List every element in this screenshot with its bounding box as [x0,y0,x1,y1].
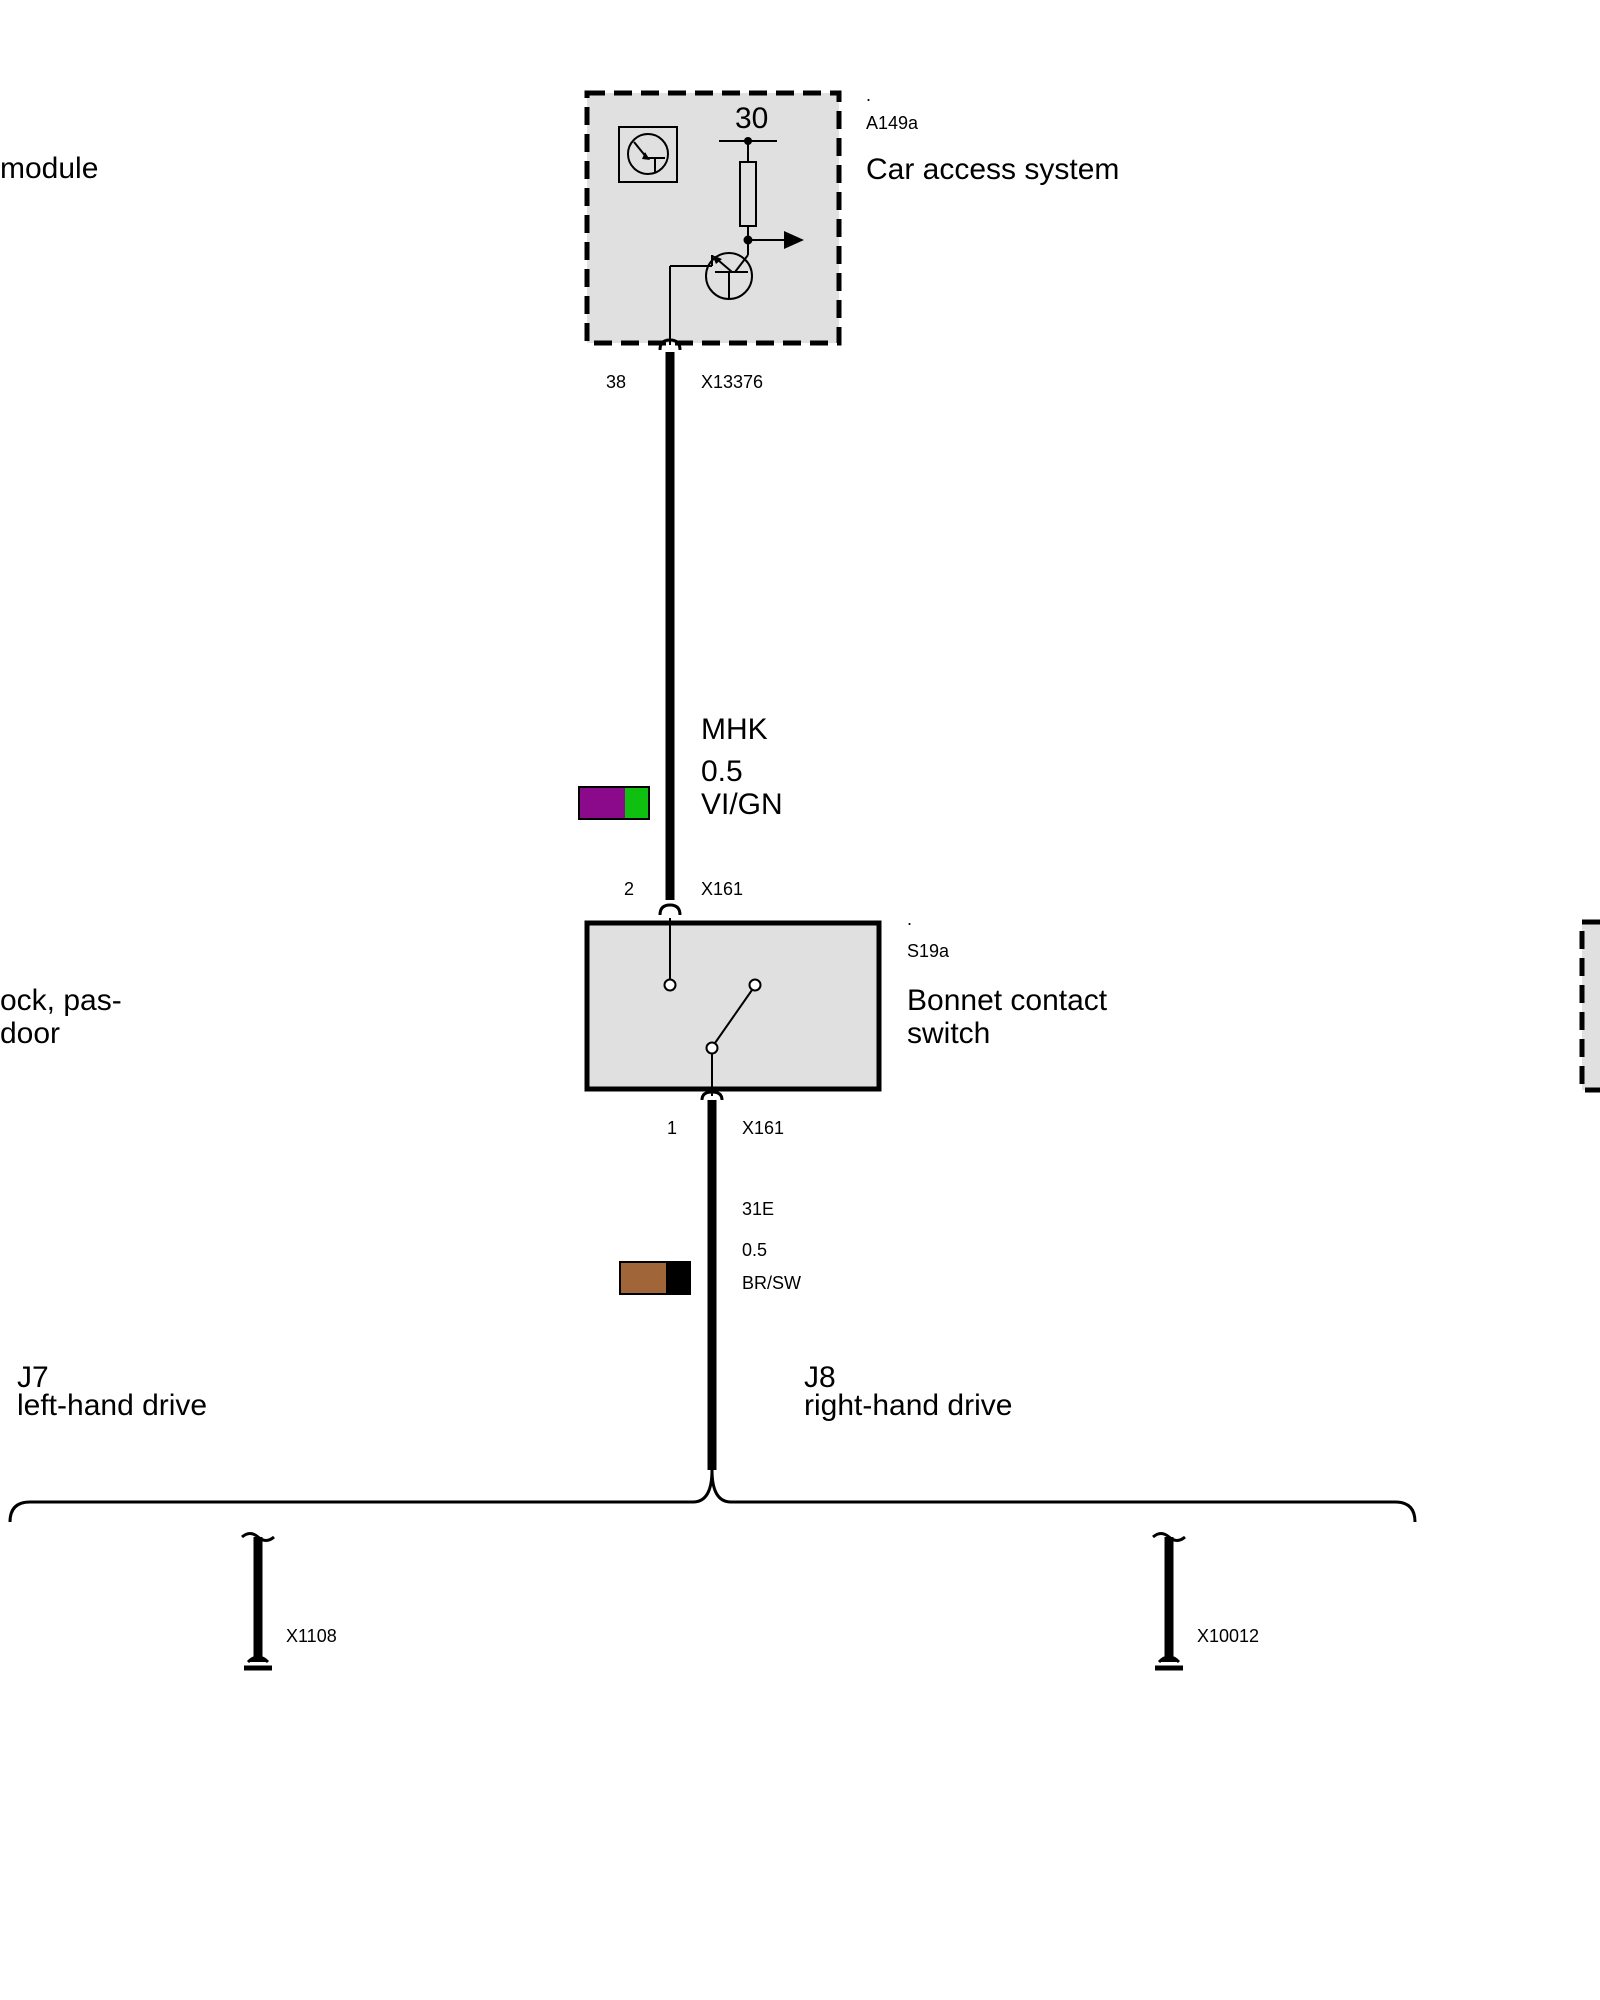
output-transistor-icon [669,252,753,345]
transistor-symbol-icon [618,126,678,183]
car-access-system-label: Car access system [866,153,1120,186]
branch-j8-desc: right-hand drive [804,1389,1013,1422]
wire-signal-31e: 31E [742,1199,775,1219]
a149a-dot: . [866,85,872,105]
wire-color-code-upper: VI/GN [701,788,783,821]
connector-x13376-label: X13376 [701,372,764,392]
s19a-dot: . [907,909,913,929]
pin-2-label: 2 [624,879,635,899]
connector-x10012-label: X10012 [1197,1626,1260,1646]
wire-color-code-lower: BR/SW [742,1273,802,1293]
branch-brace [8,1469,1417,1523]
branch-j7-desc: left-hand drive [17,1389,208,1422]
adjacent-component-box-partial [1579,919,1600,1093]
wire-color-swatch-vi-gn [578,786,650,820]
pin-38-label: 38 [606,372,627,392]
connector-x13376-hook [658,338,682,351]
branch-j7-id: J7 [17,1361,49,1394]
wire-gauge-lower: 0.5 [742,1240,768,1260]
s19a-id: S19a [907,941,950,961]
connector-x161-top-label: X161 [701,879,744,899]
a149a-id: A149a [866,113,919,133]
terminal-30-label: 30 [735,102,769,135]
switch-contact-icon [663,918,762,1096]
ground-x1108 [241,1532,275,1671]
left-door-label: ock, pas- door [0,984,122,1050]
wire-gauge-upper: 0.5 [701,755,743,788]
wire-color-swatch-br-sw [619,1261,691,1295]
wire-signal-mhk: MHK [701,713,768,746]
connector-x161-bottom-hook [700,1090,724,1101]
branch-j8-id: J8 [804,1361,836,1394]
left-module-label: module [0,152,99,185]
pin-1-label: 1 [667,1118,678,1138]
ground-x10012 [1152,1532,1186,1671]
connector-x161-bottom-label: X161 [742,1118,785,1138]
bonnet-contact-switch-label: Bonnet contact switch [907,984,1108,1050]
connector-x161-top-hook [658,903,682,916]
connector-x1108-label: X1108 [286,1626,337,1646]
resistor-circuit [719,137,804,255]
bonnet-contact-switch-box [584,920,882,1092]
